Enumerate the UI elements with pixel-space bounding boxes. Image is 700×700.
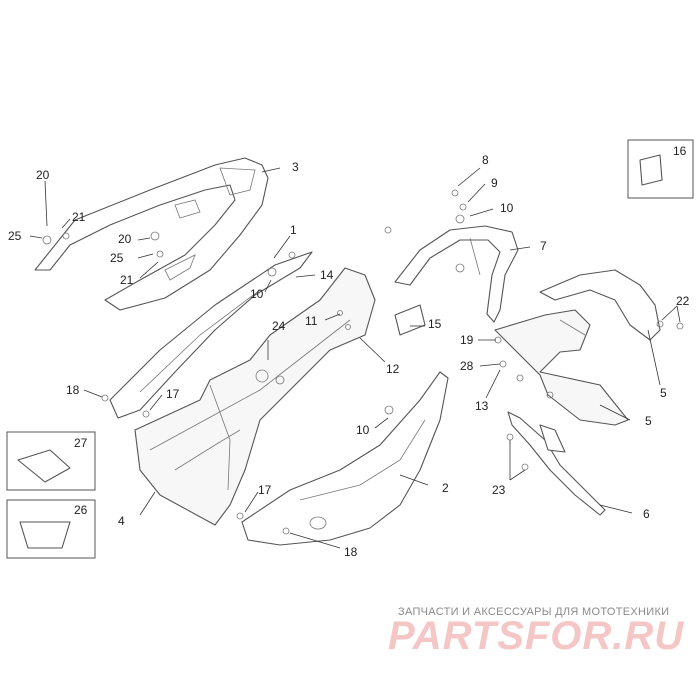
callout-18: 18 bbox=[344, 545, 358, 559]
callout-3: 3 bbox=[292, 160, 299, 174]
callout-12: 12 bbox=[386, 362, 400, 376]
part-lower-hugger bbox=[507, 411, 606, 516]
callout-24: 24 bbox=[272, 319, 286, 333]
fasteners bbox=[42, 189, 684, 535]
callout-21: 21 bbox=[72, 210, 86, 224]
part-mudguard bbox=[494, 309, 629, 426]
callout-13: 13 bbox=[475, 399, 489, 413]
inset-box-26 bbox=[6, 499, 96, 559]
callout-19: 19 bbox=[460, 333, 474, 347]
callout-5: 5 bbox=[660, 386, 667, 400]
callout-25: 25 bbox=[8, 229, 22, 243]
callout-25: 25 bbox=[110, 251, 124, 265]
callout-17: 17 bbox=[166, 387, 180, 401]
callout-22: 22 bbox=[676, 294, 690, 308]
callout-17: 17 bbox=[258, 483, 272, 497]
callout-20: 20 bbox=[118, 232, 132, 246]
callout-10: 10 bbox=[250, 287, 264, 301]
part-side-trim bbox=[109, 251, 313, 419]
callout-9: 9 bbox=[491, 176, 498, 190]
callout-11: 11 bbox=[305, 314, 318, 328]
callout-27: 27 bbox=[74, 436, 88, 450]
callout-16: 16 bbox=[673, 144, 687, 158]
callout-15: 15 bbox=[428, 317, 442, 331]
part-light-bracket bbox=[539, 269, 661, 341]
callout-10: 10 bbox=[356, 423, 370, 437]
callout-8: 8 bbox=[482, 153, 489, 167]
callout-20: 20 bbox=[36, 168, 50, 182]
callout-4: 4 bbox=[118, 514, 125, 528]
callout-21: 21 bbox=[120, 273, 134, 287]
callout-5: 5 bbox=[645, 414, 652, 428]
callout-10: 10 bbox=[500, 201, 514, 215]
callout-18: 18 bbox=[66, 383, 80, 397]
callout-2: 2 bbox=[442, 481, 449, 495]
callout-28: 28 bbox=[460, 359, 474, 373]
part-undertray bbox=[134, 267, 376, 526]
inset-box-27 bbox=[6, 431, 96, 491]
callout-14: 14 bbox=[320, 268, 334, 282]
callout-23: 23 bbox=[492, 483, 506, 497]
part-grab-rail bbox=[394, 225, 519, 323]
callout-1: 1 bbox=[290, 223, 297, 237]
callout-numbers: 3 1 20 21 25 20 25 21 8 9 10 7 16 14 10 … bbox=[8, 144, 690, 559]
inset-box-16 bbox=[627, 139, 694, 199]
part-bracket bbox=[394, 304, 426, 336]
part-side-panel bbox=[241, 371, 449, 546]
callout-6: 6 bbox=[643, 507, 650, 521]
watermark-tagline: ЗАПЧАСТИ И АКСЕССУАРЫ ДЛЯ МОТОТЕХНИКИ bbox=[398, 606, 670, 618]
watermark-logo: PARTSFOR.RU bbox=[388, 614, 685, 658]
leader-lines bbox=[29, 167, 681, 549]
callout-7: 7 bbox=[540, 239, 547, 253]
callout-26: 26 bbox=[74, 503, 88, 517]
part-grab-handle bbox=[34, 157, 269, 311]
